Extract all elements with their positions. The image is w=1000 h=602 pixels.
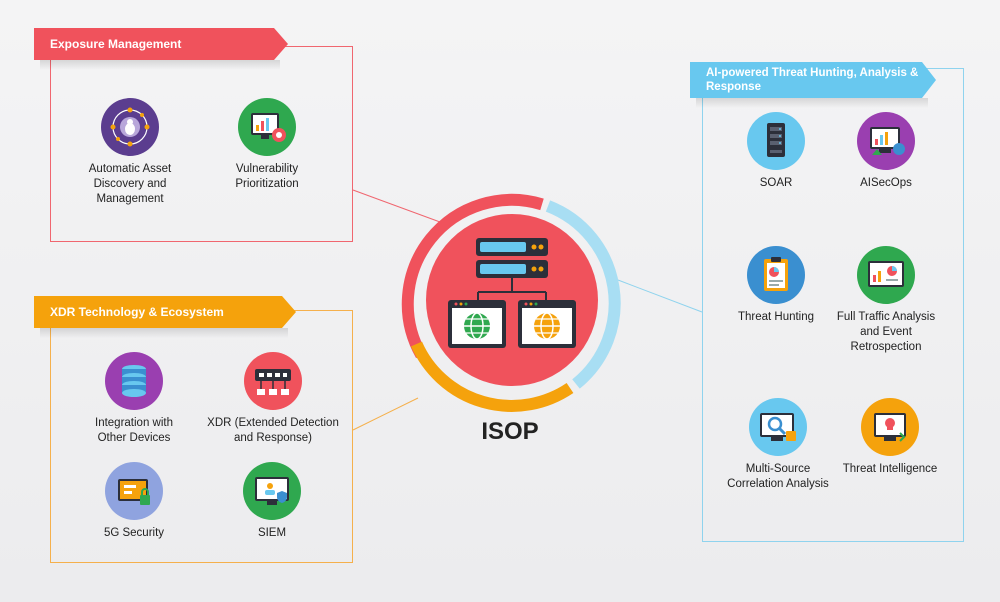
traffic-analysis-icon: [857, 246, 915, 304]
item-integration: Integration with Other Devices: [80, 352, 188, 446]
item-soar: SOAR: [726, 112, 826, 191]
item-label: Full Traffic Analysis and Event Retrospe…: [836, 311, 936, 353]
connector-exposure: [352, 189, 441, 223]
isop-hub: [401, 193, 621, 412]
ring-segment-orange: [411, 341, 574, 412]
item-label: 5G Security: [103, 527, 165, 539]
ribbon-shadow: [40, 60, 280, 70]
siem-monitor-icon: [243, 462, 301, 520]
item-5g-security: 5G Security: [84, 462, 184, 541]
connector-ai: [617, 279, 703, 313]
item-siem: SIEM: [222, 462, 322, 541]
item-label: Threat Hunting: [737, 311, 815, 323]
ring-segment-red: [401, 193, 544, 359]
item-label: SIEM: [257, 527, 287, 539]
item-xdr: XDR (Extended Detection and Response): [196, 352, 350, 446]
ribbon-shadow: [40, 328, 288, 338]
globe-window-icon: [448, 300, 506, 348]
vulnerability-chart-icon: [238, 98, 296, 156]
globe-window-icon: [518, 300, 576, 348]
item-aisecops: AISecOps: [836, 112, 936, 191]
item-threat-hunting: Threat Hunting: [726, 246, 826, 325]
bug-network-icon: [101, 98, 159, 156]
item-label: Automatic Asset Discovery and Management: [88, 163, 172, 205]
correlation-search-icon: [749, 398, 807, 456]
network-switch-icon: [244, 352, 302, 410]
item-label: Multi-Source Correlation Analysis: [727, 463, 829, 490]
exposure-management-title: Exposure Management: [34, 28, 288, 60]
item-vulnerability-prioritization: Vulnerability Prioritization: [218, 98, 316, 192]
ai-threat-hunting-title: AI-powered Threat Hunting, Analysis & Re…: [690, 62, 936, 98]
xdr-ecosystem-title: XDR Technology & Ecosystem: [34, 296, 296, 328]
item-label: SOAR: [759, 177, 793, 189]
server-rack-icon: [747, 112, 805, 170]
item-full-traffic-analysis: Full Traffic Analysis and Event Retrospe…: [830, 246, 942, 355]
item-multi-source-correlation: Multi-Source Correlation Analysis: [726, 398, 830, 492]
aisecops-dashboard-icon: [857, 112, 915, 170]
item-label: AISecOps: [860, 177, 912, 189]
item-asset-discovery: Automatic Asset Discovery and Management: [78, 98, 182, 207]
threat-intelligence-icon: [861, 398, 919, 456]
ring-segment-blue: [545, 200, 621, 389]
item-label: XDR (Extended Detection and Response): [207, 417, 339, 444]
5g-security-icon: [105, 462, 163, 520]
item-threat-intelligence: Threat Intelligence: [832, 398, 948, 477]
item-label: Threat Intelligence: [842, 463, 938, 475]
item-label: Integration with Other Devices: [95, 417, 173, 444]
item-label: Vulnerability Prioritization: [235, 163, 299, 190]
connector-xdr: [352, 397, 419, 431]
database-icon: [105, 352, 163, 410]
ribbon-shadow: [696, 98, 928, 108]
clipboard-chart-icon: [747, 246, 805, 304]
server-stack-icon: [476, 238, 548, 300]
isop-title: ISOP: [481, 418, 539, 445]
